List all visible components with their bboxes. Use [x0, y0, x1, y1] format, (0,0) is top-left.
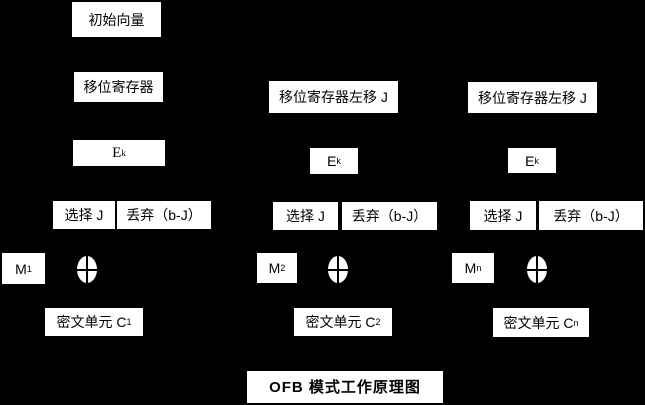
discard-box-1: 丢弃（b-J）	[117, 201, 211, 229]
cipher-label: E	[112, 144, 122, 161]
xor-icon	[527, 256, 547, 283]
discard-box-2: 丢弃（b-J）	[342, 202, 437, 230]
select-j-box-1: 选择 J	[53, 201, 115, 229]
cipher-label: E	[327, 153, 337, 169]
ciphertext-label: 密文单元 C	[305, 314, 376, 330]
cipher-label: E	[525, 152, 535, 169]
xor-icon	[77, 256, 97, 283]
ciphertext-label: 密文单元 C	[56, 314, 127, 330]
shift-register-box-2: 移位寄存器左移 J	[269, 81, 398, 113]
shift-register-box-1: 移位寄存器	[74, 72, 163, 102]
select-j-box-2: 选择 J	[273, 202, 338, 230]
message-label: M	[15, 260, 27, 277]
select-j-box-3: 选择 J	[470, 201, 536, 230]
xor-icon	[328, 256, 348, 283]
shift-register-box-3: 移位寄存器左移 J	[468, 82, 597, 113]
ciphertext-label: 密文单元 C	[503, 314, 574, 331]
message-label: M	[268, 260, 281, 276]
discard-box-3: 丢弃（b-J）	[539, 201, 643, 230]
diagram-title: OFB 模式工作原理图	[247, 371, 443, 403]
message-label: M	[464, 260, 477, 276]
initial-vector-box: 初始向量	[72, 2, 161, 37]
